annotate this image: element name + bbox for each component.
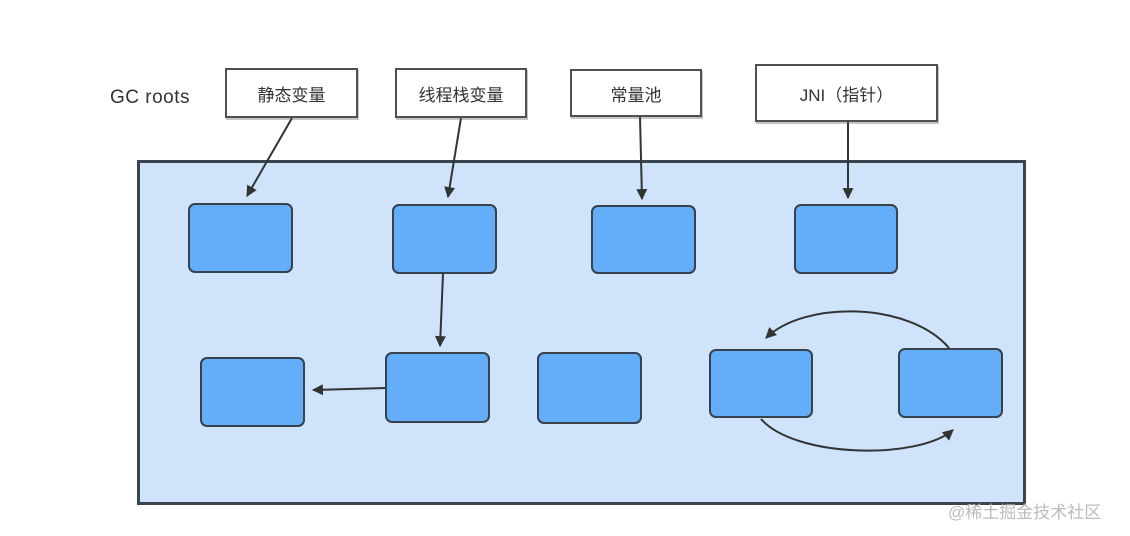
root-label-thread-stack-variable: 线程栈变量 [395,68,527,118]
heap-object-referenced [200,357,305,427]
heap-object-isolated [537,352,642,424]
gc-roots-title: GC roots [110,87,191,108]
root-label-constant-pool-text: 常量池 [610,85,662,105]
root-label-static-variable: 静态变量 [225,68,358,118]
root-label-constant-pool: 常量池 [570,69,702,117]
heap-object-static [188,203,293,273]
root-label-jni-pointer-text: JNI（指针） [799,85,894,105]
root-label-jni-pointer: JNI（指针） [755,64,938,122]
root-label-thread-stack-variable-text: 线程栈变量 [418,85,504,105]
heap-object-jni [794,204,898,274]
watermark: @稀土掘金技术社区 [948,503,1102,522]
heap-object-chain [385,352,490,423]
heap-object-thread-stack [392,204,497,274]
heap-object-cycle-left [709,349,813,418]
heap-object-cycle-right [898,348,1003,418]
root-label-static-variable-text: 静态变量 [257,85,326,105]
heap-object-constant-pool [591,205,696,274]
